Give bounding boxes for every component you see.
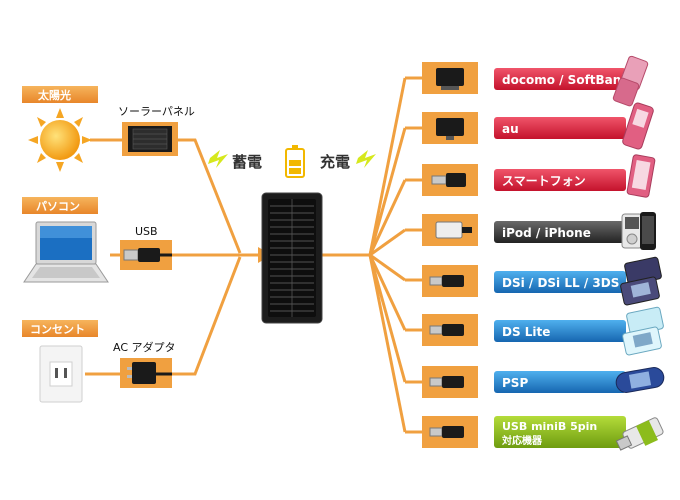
ipod-iphone-icon <box>621 212 656 250</box>
solar-charger-device <box>261 192 323 324</box>
label-bar <box>494 371 626 393</box>
target-label: DSi / DSi LL / 3DS <box>502 276 619 290</box>
ac-adapter-icon <box>120 358 172 388</box>
source-solar: 太陽光 ソーラーパネル <box>22 86 195 172</box>
slide-phone-icon <box>622 102 654 150</box>
charge-label: 充電 <box>320 153 350 171</box>
dsi-icon <box>620 256 662 306</box>
lightning-left-icon <box>208 150 228 168</box>
source-outlet: コンセント AC アダプタ <box>22 320 176 403</box>
source-tag-outlet: コンセント <box>30 323 85 336</box>
source-tag-pc-bg <box>22 197 98 214</box>
label-bar <box>494 221 626 243</box>
usb-stick-icon <box>615 417 664 451</box>
target-dsi: DSi / DSi LL / 3DS <box>422 256 662 306</box>
label-bar <box>494 117 626 139</box>
psp-icon <box>615 367 665 393</box>
label-bar <box>494 416 626 448</box>
target-label-line1: USB miniB 5pin <box>502 420 597 433</box>
label-bar <box>494 271 626 293</box>
target-usb-minib: USB miniB 5pin 対応機器 <box>422 416 664 451</box>
laptop-icon <box>23 221 109 283</box>
label-bar <box>494 320 626 342</box>
label-bar <box>494 68 626 90</box>
flip-phone-icon <box>612 55 649 107</box>
source-tag-solar: 太陽光 <box>37 88 71 102</box>
target-lines <box>322 76 422 434</box>
target-psp: PSP <box>422 366 665 398</box>
target-label-line2: 対応機器 <box>501 434 543 447</box>
smartphone-icon <box>626 154 656 198</box>
ds-lite-icon <box>622 306 664 356</box>
wall-outlet-icon <box>39 345 83 403</box>
solar-panel-label: ソーラーパネル <box>118 105 195 118</box>
ac-adapter-label: AC アダプタ <box>113 340 176 354</box>
source-lines <box>85 138 262 376</box>
target-label: au <box>502 122 519 136</box>
sun-icon <box>28 108 92 172</box>
target-label: docomo / SoftBank <box>502 73 630 87</box>
target-label: iPod / iPhone <box>502 226 591 240</box>
source-tag-outlet-bg <box>22 320 98 337</box>
target-ds-lite: DS Lite <box>422 306 664 356</box>
target-label: DS Lite <box>502 325 550 339</box>
source-pc: パソコン USB <box>22 197 172 283</box>
solar-panel-icon <box>122 122 178 156</box>
battery-icon <box>285 145 305 178</box>
source-tag-solar-bg <box>22 86 98 103</box>
lightning-right-icon <box>356 150 376 168</box>
target-label: PSP <box>502 376 528 390</box>
usb-label: USB <box>135 225 158 238</box>
source-tag-pc: パソコン <box>36 200 80 213</box>
target-label: スマートフォン <box>502 174 586 188</box>
target-docomo-softbank: docomo / SoftBank <box>422 55 649 107</box>
label-bar <box>494 169 626 191</box>
usb-cable-icon <box>120 240 172 270</box>
target-ipod-iphone: iPod / iPhone <box>422 212 656 250</box>
target-au: au <box>422 102 654 150</box>
target-smartphone: スマートフォン <box>422 154 656 198</box>
store-label: 蓄電 <box>232 153 262 171</box>
